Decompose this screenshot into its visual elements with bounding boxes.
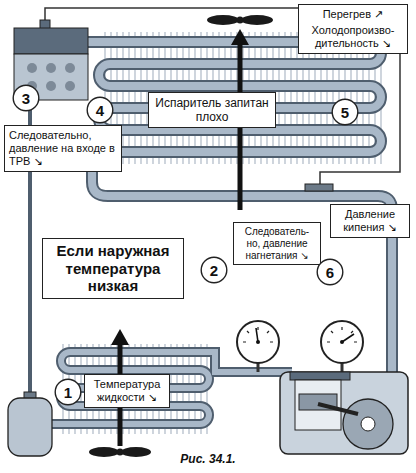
effect-box: Следователь- но, давление нагнетания ↘ xyxy=(233,222,321,265)
callout-number: 3 xyxy=(12,84,40,112)
box-text: Температура жидкости ↘ xyxy=(89,378,165,404)
box-text: Холодопроизво- дительность ↘ xyxy=(303,24,403,50)
callout-number: 1 xyxy=(54,378,82,406)
callout-number: 4 xyxy=(86,96,114,124)
callout-number: 1 xyxy=(64,385,72,400)
box-text: Следовательно, давление на входе в ТРВ ↘ xyxy=(9,129,117,168)
callout-number: 5 xyxy=(341,105,349,120)
effect-box: Перегрев ↗ Холодопроизво- дительность ↘ xyxy=(298,4,408,54)
callout-number: 2 xyxy=(200,256,228,284)
box-text: Давление кипения ↘ xyxy=(335,208,405,234)
effect-box: Следовательно, давление на входе в ТРВ ↘ xyxy=(4,125,122,172)
condition-box: Если наружная температура низкая xyxy=(42,238,184,299)
callout-number: 6 xyxy=(326,265,334,280)
effect-box: Температура жидкости ↘ xyxy=(84,374,170,408)
compressor xyxy=(280,372,408,454)
box-text: Если наружная температура низкая xyxy=(47,242,179,295)
effect-box: Испаритель запитан плохо xyxy=(148,92,276,128)
callout-number: 6 xyxy=(316,258,344,286)
callout-number: 3 xyxy=(22,91,30,106)
callout-number: 5 xyxy=(331,98,359,126)
receiver xyxy=(8,392,52,456)
callout-number: 4 xyxy=(96,103,104,118)
box-text: Следователь- но, давление нагнетания ↘ xyxy=(238,226,316,261)
box-text: Испаритель запитан плохо xyxy=(153,96,271,124)
pressure-gauges xyxy=(237,321,363,372)
box-text: Перегрев ↗ xyxy=(303,8,403,21)
effect-box: Давление кипения ↘ xyxy=(330,204,410,238)
figure-caption: Рис. 34.1. xyxy=(0,452,416,466)
thermal-bulb xyxy=(305,184,333,191)
callout-number: 2 xyxy=(210,263,218,278)
